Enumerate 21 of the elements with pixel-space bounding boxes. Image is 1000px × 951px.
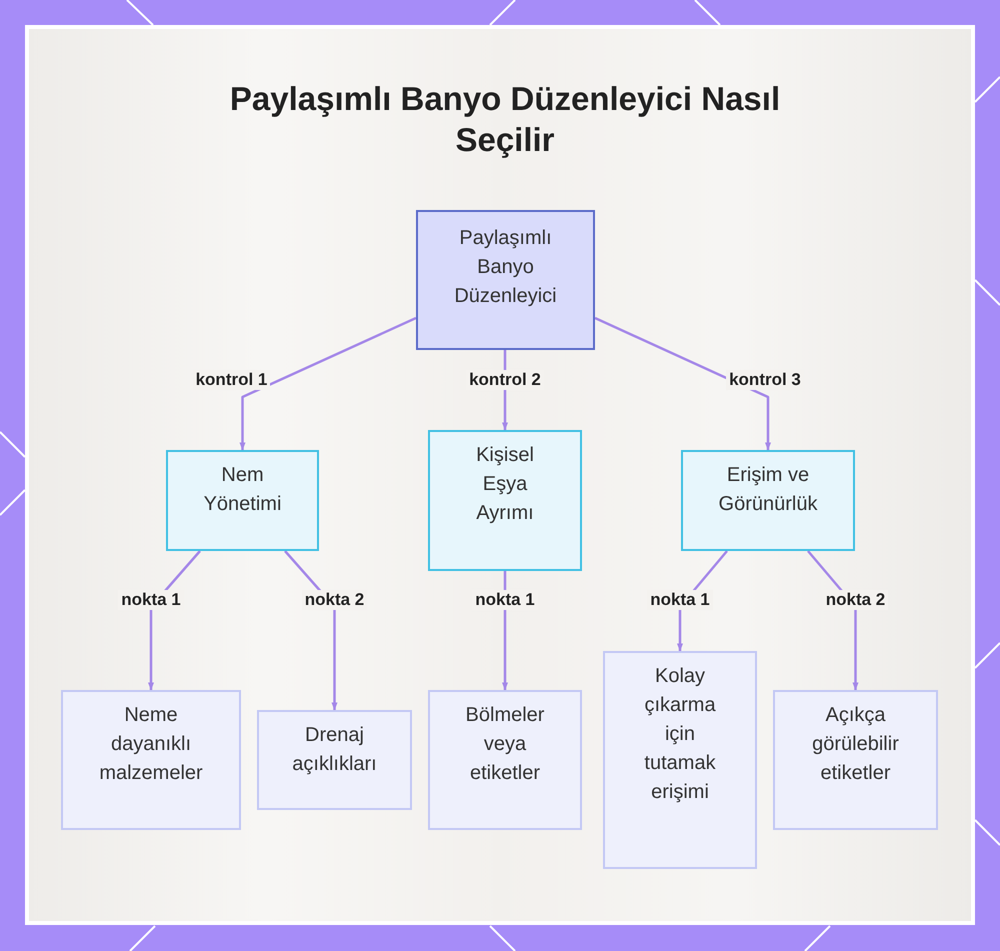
node-text: Erişim ve Görünürlük xyxy=(718,463,818,517)
title: Paylaşımlı Banyo Düzenleyici Nasıl Seçilir xyxy=(228,79,782,160)
node-text: Paylaşımlı Banyo Düzenleyici xyxy=(453,226,558,309)
category-box xyxy=(428,430,582,571)
connector-arrow xyxy=(240,316,417,450)
node-text: Neme dayanıklı malzemeler xyxy=(98,703,204,786)
category-box xyxy=(681,450,855,551)
node-text: Drenaj açıklıkları xyxy=(291,723,378,777)
item-box xyxy=(257,710,412,810)
item-box xyxy=(773,690,938,830)
node-text: Bölmeler veya etiketler xyxy=(464,703,546,786)
node-text: Nem Yönetimi xyxy=(202,463,282,517)
item-box xyxy=(428,690,582,830)
item-box xyxy=(603,651,757,869)
category-box xyxy=(166,450,319,551)
item-box xyxy=(61,690,241,830)
node-text: Açıkça görülebilir etiketler xyxy=(811,703,900,786)
node-text: Kişisel Eşya Ayrımı xyxy=(475,443,535,526)
node-text: Kolay çıkarma için tutamak erişimi xyxy=(643,664,717,805)
root-box xyxy=(416,210,595,350)
connector-arrow xyxy=(594,316,771,450)
